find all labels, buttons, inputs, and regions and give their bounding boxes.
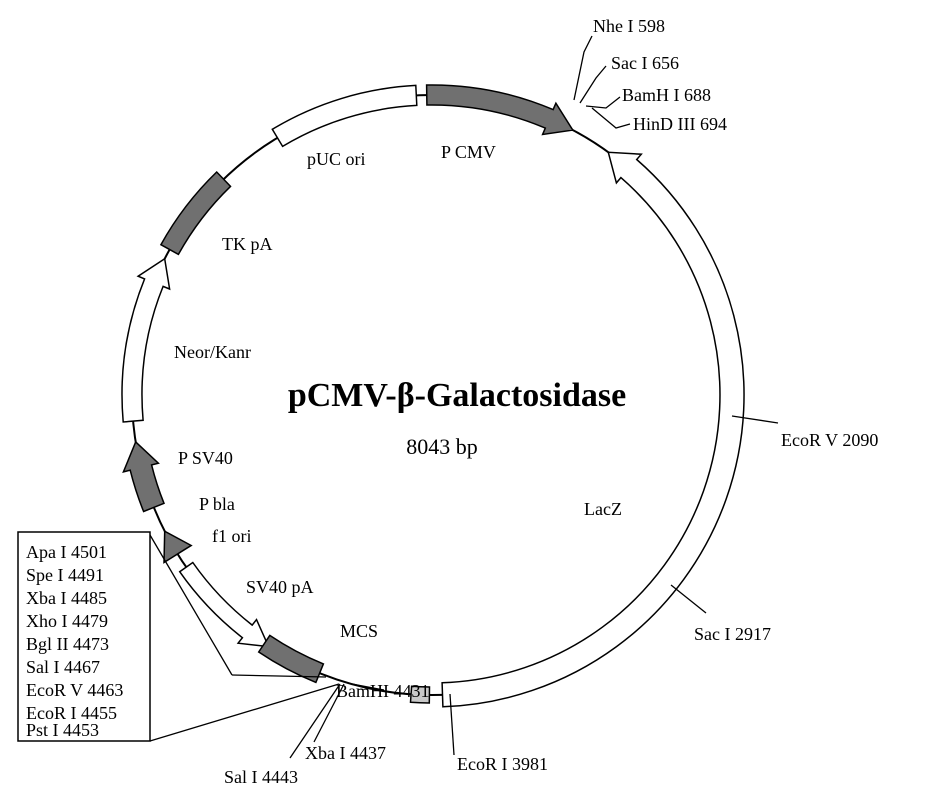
mcs-site: Pst I 4453 [26,720,99,740]
site-label-bamh688: BamH I 688 [622,85,711,105]
features-layer [121,84,745,708]
mcs-site: Sal I 4467 [26,657,100,677]
feature-p-cmv[interactable] [425,84,575,136]
site-label-sac656: Sac I 656 [611,53,679,73]
label-lacz: LacZ [584,499,622,519]
mcs-leader-top [149,534,233,676]
label-sv40-pa: SV40 pA [246,577,314,597]
site-line-nhe [573,35,593,101]
mcs-site: Spe I 4491 [26,565,104,585]
label-neor-kanr: Neor/Kanr [174,342,251,362]
site-line-ecorv2090 [731,415,779,424]
site-lines [149,35,779,759]
label-p-sv40: P SV40 [178,448,233,468]
site-line-bamh688 [585,96,621,109]
site-line-bamhi4431 [351,683,385,691]
feature-p-bla[interactable] [163,529,193,564]
feature-tk-pa[interactable] [159,170,232,256]
mcs-site: Xho I 4479 [26,611,108,631]
mcs-leader-top-join [231,674,327,678]
feature-f1-ori[interactable] [178,561,270,648]
feature-neor-kanr[interactable] [121,257,171,423]
mcs-site-list: Apa I 4501 Spe I 4491 Xba I 4485 Xho I 4… [26,542,123,740]
feature-mcs[interactable] [409,685,431,704]
site-line-sac656 [579,65,607,104]
site-line-xba4437 [313,683,345,743]
feature-puc-ori[interactable] [271,84,418,148]
mcs-site: EcoR V 4463 [26,680,123,700]
site-label-xba4437: Xba I 4437 [305,743,386,763]
site-label-nhe: Nhe I 598 [593,16,665,36]
feature-lacz[interactable] [441,151,745,708]
mcs-site: Bgl II 4473 [26,634,109,654]
mcs-site: Apa I 4501 [26,542,107,562]
site-label-hind694: HinD III 694 [633,114,727,134]
plasmid-title: pCMV-β-Galactosidase [288,377,626,414]
feature-sv40-pa[interactable] [257,634,325,684]
label-p-cmv: P CMV [441,142,496,162]
mcs-site: EcoR I 4455 [26,703,117,723]
label-puc-ori: pUC ori [307,149,366,169]
label-p-bla: P bla [199,494,235,514]
plasmid-size: 8043 bp [406,434,478,459]
site-label-ecori3981: EcoR I 3981 [457,754,548,774]
site-label-sac2917: Sac I 2917 [694,624,771,644]
site-line-hind694 [591,107,631,129]
feature-p-sv40[interactable] [122,440,165,513]
label-tk-pa: TK pA [222,234,273,254]
mcs-site: Xba I 4485 [26,588,107,608]
label-mcs: MCS [340,621,378,641]
site-line-sac2917 [670,584,707,614]
site-label-ecorv2090: EcoR V 2090 [781,430,878,450]
site-line-sal4443 [289,683,341,759]
site-label-bamhi4431: BamHI 4431 [336,681,430,701]
mcs-box [17,531,151,742]
label-f1-ori: f1 ori [212,526,252,546]
site-label-sal4443: Sal I 4443 [224,767,298,787]
site-line-ecori3981 [449,693,455,756]
mcs-leader-bottom [149,683,340,742]
